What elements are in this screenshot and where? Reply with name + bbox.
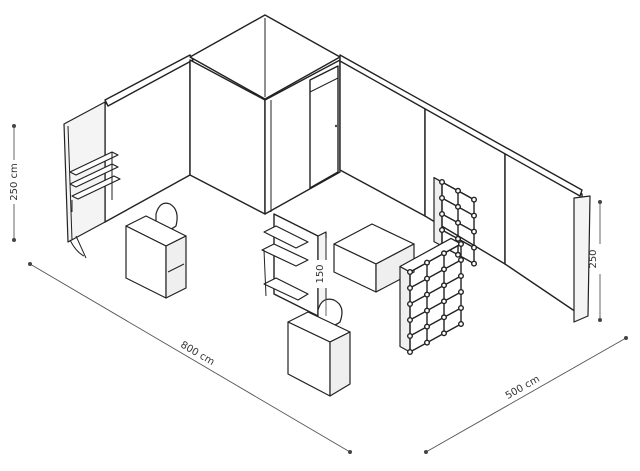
cube-shelf-joint	[424, 291, 431, 298]
center-table	[333, 223, 415, 293]
right-end-panel	[573, 195, 591, 323]
counter-front	[287, 311, 351, 397]
cube-shelf-joint	[439, 210, 446, 217]
cube-shelf-joint	[455, 203, 462, 210]
cube-shelf-joint	[424, 339, 431, 346]
cube-shelf-rail	[409, 291, 462, 321]
cube-shelf-joint	[407, 349, 414, 356]
counter-left	[125, 215, 187, 299]
length-label: 800 cm	[178, 340, 216, 368]
cube-shelf-front	[399, 237, 465, 356]
left-back-wall	[104, 54, 194, 223]
dimension-partition-height: 150	[314, 238, 330, 316]
cube-shelf-joint	[407, 285, 414, 292]
cube-shelf-joint	[458, 288, 465, 295]
cube-shelf-side	[399, 265, 411, 353]
cube-shelf-joint	[439, 226, 446, 233]
cube-shelf-joint	[458, 304, 465, 311]
height-left-label: 250 cm	[9, 163, 20, 201]
cube-shelf-joint	[424, 323, 431, 330]
cube-shelf-joint	[407, 317, 414, 324]
cube-shelf-joint	[455, 251, 462, 258]
left-end-panel	[63, 101, 106, 259]
cube-shelf-joint	[458, 320, 465, 327]
cube-shelf-joint	[458, 256, 465, 263]
dimension-height-right: 250	[588, 200, 608, 322]
cube-shelf-joint	[471, 196, 478, 203]
cube-shelf-rail	[409, 323, 462, 353]
cube-shelf-joint	[407, 269, 414, 276]
cube-shelf-joint	[407, 333, 414, 340]
partition-shelves	[261, 225, 309, 301]
partition-height-label: 150	[315, 264, 326, 283]
cube-shelf-joint	[471, 212, 478, 219]
cube-shelf-joint	[455, 219, 462, 226]
cube-shelf-joint	[471, 228, 478, 235]
cube-shelf-joint	[455, 187, 462, 194]
cube-shelf-joint	[441, 298, 448, 305]
cube-shelf-joint	[455, 235, 462, 242]
cube-shelf-joint	[458, 272, 465, 279]
cube-shelf-joint	[441, 250, 448, 257]
width-label: 500 cm	[504, 374, 542, 402]
cube-shelf-joint	[407, 301, 414, 308]
cube-shelf-rail	[409, 307, 462, 337]
cube-shelf-joint	[439, 194, 446, 201]
cube-shelf-joint	[441, 330, 448, 337]
cube-shelf-joint	[424, 275, 431, 282]
dimension-width: 500 cm	[424, 336, 628, 454]
height-right-label: 250	[588, 249, 599, 268]
cube-shelf-joint	[471, 260, 478, 267]
cube-shelf-joint	[441, 314, 448, 321]
cube-shelf-joint	[439, 178, 446, 185]
cube-shelf-joint	[424, 307, 431, 314]
cube-shelf-joint	[441, 266, 448, 273]
cube-shelf-rail	[409, 243, 462, 273]
cube-shelf-rail	[409, 259, 462, 289]
door	[309, 65, 339, 189]
cube-shelf-joint	[424, 259, 431, 266]
cube-shelf-rail	[409, 275, 462, 305]
cube-shelf-joint	[471, 244, 478, 251]
dimension-height-left: 250 cm	[6, 124, 22, 242]
cube-shelf-joint	[458, 240, 465, 247]
cube-shelf-joint	[441, 282, 448, 289]
wall-shelves-left	[69, 151, 121, 212]
